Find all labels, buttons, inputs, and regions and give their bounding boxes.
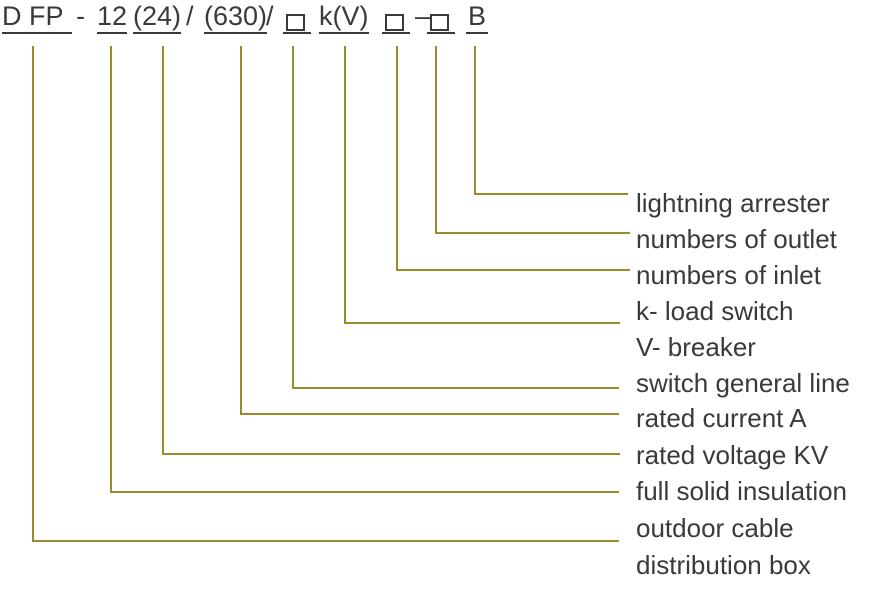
code-segment-arrester-b: B (466, 2, 488, 34)
connector-numbers-of-outlet (435, 46, 630, 234)
label-distribution-box: distribution box (636, 550, 811, 580)
connector-rated-voltage (162, 46, 620, 455)
label-rated-voltage-kv: rated voltage KV (636, 440, 829, 470)
label-v-breaker: V- breaker (636, 332, 756, 362)
connector-outdoor-cable-box (32, 46, 619, 542)
code-segment-voltage-12: 12 (97, 2, 128, 34)
code-segment-hyphen: - (76, 1, 85, 31)
connector-load-switch-breaker (344, 46, 620, 324)
label-numbers-of-inlet: numbers of inlet (636, 260, 821, 290)
label-lightning-arrester: lightning arrester (636, 188, 830, 218)
label-k-load-switch: k- load switch (636, 296, 794, 326)
placeholder-box-icon (385, 14, 404, 31)
code-segment-dash: – (415, 1, 431, 31)
code-segment-outlet-box (427, 2, 455, 34)
connector-rated-current (240, 46, 619, 415)
code-segment-slash-2: / (266, 1, 274, 31)
code-segment-series: D FP (2, 2, 72, 34)
code-segment-slash-1: / (186, 1, 194, 31)
connector-lightning-arrester (474, 46, 628, 195)
code-segment-inlet-box (382, 2, 410, 34)
connector-numbers-of-inlet (396, 46, 630, 271)
label-full-solid-insulation: full solid insulation (636, 476, 848, 506)
connector-switch-general-line (292, 46, 619, 389)
label-switch-general-line: switch general line (636, 368, 850, 398)
label-outdoor-cable: outdoor cable (636, 513, 794, 543)
code-segment-kv: k(V) (319, 2, 369, 34)
label-numbers-of-outlet: numbers of outlet (636, 224, 837, 254)
label-rated-current-a: rated current A (636, 403, 807, 433)
code-segment-switch-box (283, 2, 311, 34)
connector-full-solid-insulation (110, 46, 619, 493)
placeholder-box-icon (286, 14, 305, 31)
code-segment-current-630: (630) (204, 2, 268, 34)
placeholder-box-icon (430, 14, 449, 31)
code-segment-voltage-24: (24) (133, 2, 182, 34)
